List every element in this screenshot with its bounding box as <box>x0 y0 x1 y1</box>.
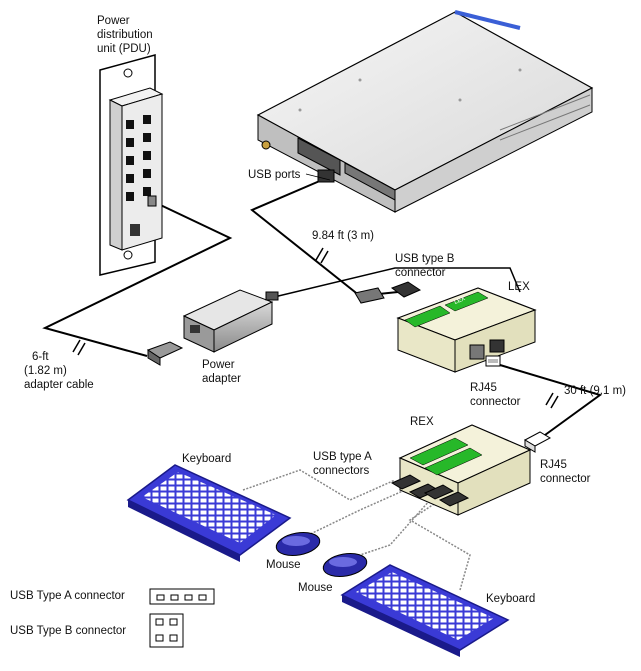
adapter-power-cord <box>269 267 521 299</box>
cable-break-marks <box>72 247 559 409</box>
usb-type-b-symbol <box>149 613 184 648</box>
label-pdu-2: distribution <box>97 29 153 41</box>
label-usb-b-1: USB type B <box>395 253 455 265</box>
label-adapter-cable-2: (1.82 m) <box>24 365 67 377</box>
label-rj45-top-1: RJ45 <box>470 382 497 394</box>
label-rj45-bottom-2: connector <box>540 473 591 485</box>
label-rj45-top-2: connector <box>470 396 521 408</box>
label-lex: LEX <box>508 281 530 293</box>
ac-plug <box>146 341 184 366</box>
rj45-plug-bottom <box>523 431 552 453</box>
usb-b-plug <box>354 281 422 304</box>
mouse-right <box>322 553 368 577</box>
label-adapter-cable-1: 6-ft <box>32 351 49 363</box>
label-power-adapter-2: adapter <box>202 373 241 385</box>
label-cable-3m: 9.84 ft (3 m) <box>312 230 374 242</box>
label-pdu-3: unit (PDU) <box>97 43 151 55</box>
usb-cable-3m <box>250 179 361 297</box>
server <box>256 10 594 213</box>
label-rex: REX <box>410 416 434 428</box>
label-usb-a-2: connectors <box>313 465 370 477</box>
keyboard-right <box>340 564 510 657</box>
label-usb-ports: USB ports <box>248 169 301 181</box>
legend-type-b-label: USB Type B connector <box>10 625 126 637</box>
power-adapter <box>182 289 279 353</box>
label-usb-a-1: USB type A <box>313 451 372 463</box>
pdu <box>99 54 164 276</box>
rj45-plug-top <box>485 355 501 367</box>
legend-type-a-label: USB Type A connector <box>10 590 125 602</box>
label-rj45-bottom-1: RJ45 <box>540 459 567 471</box>
label-cable-9m: 30 ft (9.1 m) <box>564 385 626 397</box>
usb-ports-leader <box>305 173 331 181</box>
label-mouse-right: Mouse <box>298 582 333 594</box>
label-adapter-cable-3: adapter cable <box>24 379 94 391</box>
legend: USB Type A connector USB Type B connecto… <box>10 588 215 648</box>
usb-type-a-symbol <box>149 588 215 605</box>
label-usb-b-2: connector <box>395 267 446 279</box>
label-pdu-1: Power <box>97 15 130 27</box>
label-keyboard-left: Keyboard <box>182 453 231 465</box>
adapter-cable <box>42 200 233 357</box>
labels: Power distribution unit (PDU) USB ports … <box>24 15 626 605</box>
mouse-left <box>275 532 321 556</box>
label-keyboard-right: Keyboard <box>486 593 535 605</box>
cables <box>42 179 603 436</box>
svg-text:LEX: LEX <box>454 296 467 306</box>
label-power-adapter-1: Power <box>202 359 235 371</box>
keyboard-left <box>126 464 292 562</box>
cat5-cable <box>499 364 603 436</box>
rex-box <box>390 424 532 516</box>
label-mouse-left: Mouse <box>266 559 301 571</box>
lex-box: LEX <box>396 287 537 373</box>
